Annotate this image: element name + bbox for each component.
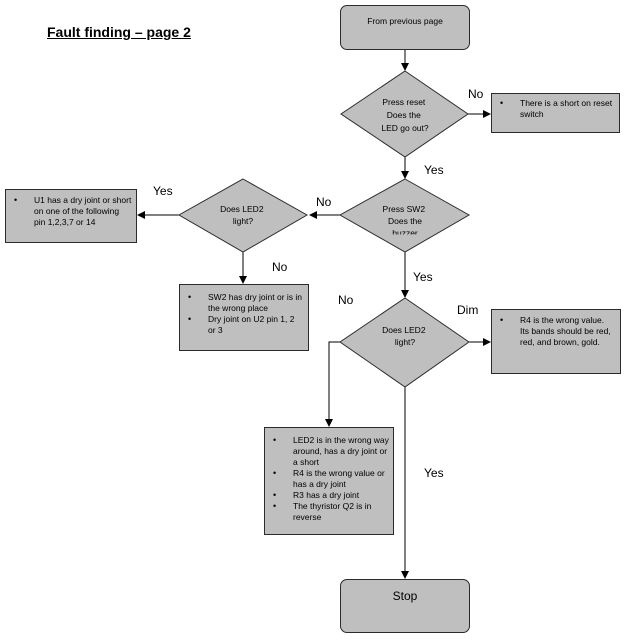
- stop-terminator: Stop: [340, 579, 470, 633]
- decision-sw2-diamond: [338, 178, 471, 253]
- result-r4-value-item: R4 is the wrong value. Its bands should …: [492, 315, 615, 348]
- decision-led2-left-line: Does LED2: [220, 204, 264, 214]
- start-label: From previous page: [367, 16, 443, 26]
- decision-reset-line: Press reset: [382, 97, 426, 107]
- label-d3-yes: Yes: [153, 184, 173, 198]
- result-u1-box: U1 has a dry joint or short on one of th…: [5, 189, 137, 243]
- decision-led2-diamond: [339, 297, 470, 388]
- result-led2-item: R4 is the wrong value or has a dry joint: [265, 468, 389, 490]
- label-d3-no: No: [272, 260, 288, 274]
- label-d1-yes: Yes: [424, 163, 444, 177]
- decision-reset-text: Press reset Does the LED go out?: [381, 97, 429, 133]
- decision-sw2-clipped-line: buzzer: [392, 228, 418, 238]
- result-led2-item: R3 has a dry joint: [265, 490, 389, 501]
- decision-reset-diamond: [340, 70, 469, 158]
- decision-led2-text: Does LED2 light?: [382, 325, 428, 347]
- decision-led2-left-diamond: [177, 178, 309, 253]
- label-d2-yes: Yes: [413, 270, 433, 284]
- decision-sw2-line: Does the: [388, 216, 422, 226]
- decision-sw2-line: buzzer: [392, 228, 418, 238]
- label-d4-no: No: [338, 293, 354, 307]
- decision-sw2-text: Press SW2 Does the: [383, 204, 428, 226]
- decision-led2-left-line: light?: [233, 216, 254, 226]
- decision-reset-line: Does the: [387, 110, 421, 120]
- stop-label: Stop: [392, 589, 418, 603]
- decision-led2-line: light?: [395, 337, 416, 347]
- page-title: Fault finding – page 2: [47, 24, 191, 40]
- result-sw2-item: Dry joint on U2 pin 1, 2 or 3: [180, 314, 304, 336]
- label-d1-no: No: [468, 87, 484, 101]
- result-reset-short-item: There is a short on reset switch: [492, 98, 613, 120]
- result-sw2-item: SW2 has dry joint or is in the wrong pla…: [180, 292, 304, 314]
- result-reset-short-box: There is a short on reset switch: [491, 93, 620, 133]
- decision-sw2-line: Press SW2: [383, 204, 426, 214]
- decision-led2-line: Does LED2: [382, 325, 426, 335]
- label-d2-no: No: [316, 195, 332, 209]
- label-d4-dim: Dim: [457, 303, 478, 317]
- result-sw2-box: SW2 has dry joint or is in the wrong pla…: [179, 284, 309, 351]
- result-r4-value-box: R4 is the wrong value. Its bands should …: [491, 309, 621, 374]
- result-led2-item: The thyristor Q2 is in reverse: [265, 501, 389, 523]
- decision-reset-line: LED go out?: [381, 123, 429, 133]
- result-u1-item: U1 has a dry joint or short on one of th…: [6, 195, 132, 228]
- decision-led2-left-text: Does LED2 light?: [220, 204, 266, 226]
- start-terminator: From previous page: [340, 5, 470, 50]
- result-led2-box: LED2 is in the wrong way around, has a d…: [264, 427, 394, 535]
- result-led2-item: LED2 is in the wrong way around, has a d…: [265, 435, 389, 468]
- arrow-d4-no: [325, 341, 340, 427]
- label-d4-yes: Yes: [424, 466, 444, 480]
